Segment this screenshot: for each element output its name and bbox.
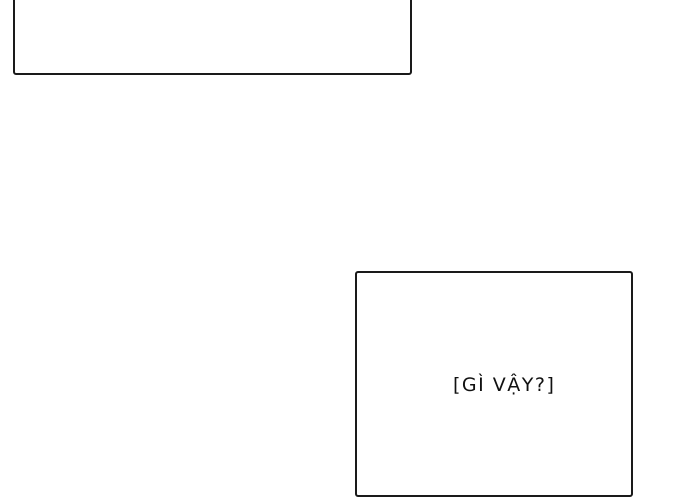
- panel-caption: [GÌ VẬY?]: [453, 374, 556, 396]
- comic-panel-top: [13, 0, 412, 75]
- comic-panel-bottom: [GÌ VẬY?]: [355, 271, 633, 497]
